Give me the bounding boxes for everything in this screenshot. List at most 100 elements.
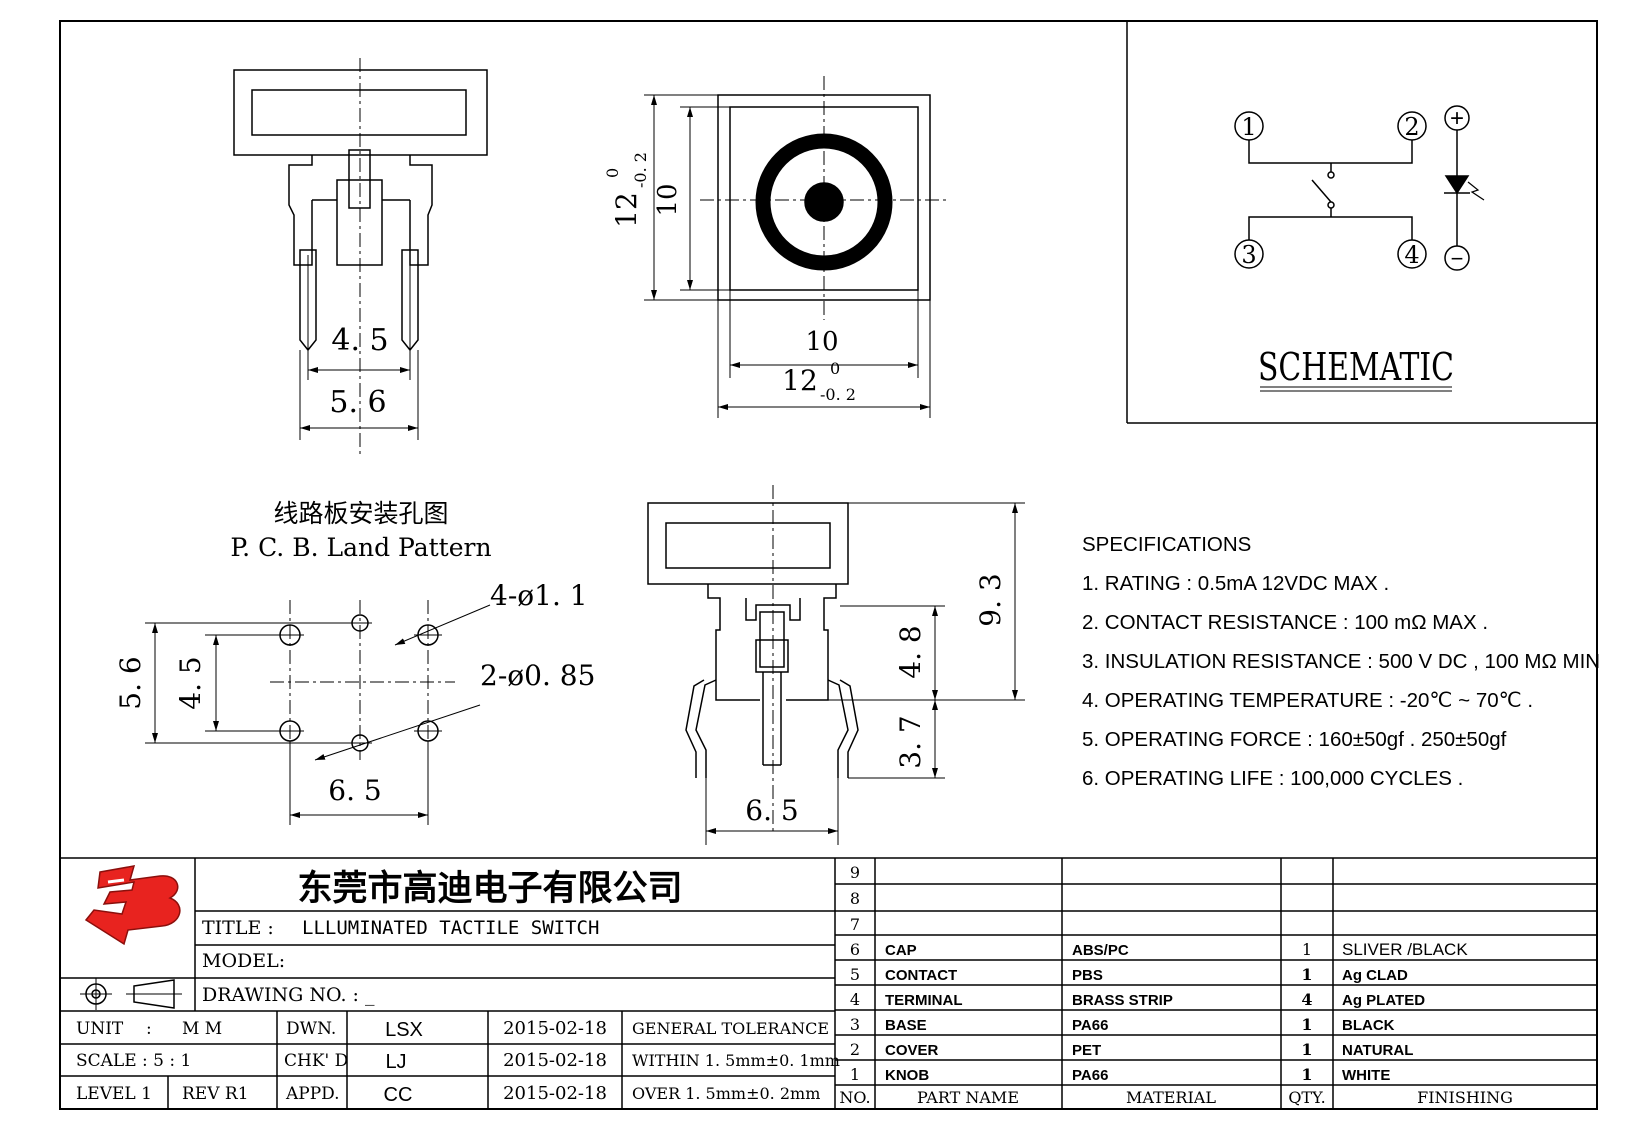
schematic-pin-4-label: 4 bbox=[1404, 241, 1419, 269]
svg-text:1: 1 bbox=[1301, 1040, 1312, 1059]
dwn-label: DWN. bbox=[286, 1019, 336, 1039]
svg-text:12: 12 bbox=[610, 192, 643, 228]
title-value: LLLUMINATED TACTILE SWITCH bbox=[302, 917, 599, 939]
model-label: MODEL: bbox=[202, 950, 285, 972]
pcb-title-en: P. C. B. Land Pattern bbox=[230, 533, 491, 562]
dim-front-body-h: 4. 8 bbox=[894, 625, 927, 678]
schematic-pin-2-label: 2 bbox=[1404, 113, 1419, 141]
appd-label: APPD. bbox=[285, 1084, 340, 1104]
led-minus-label: − bbox=[1451, 246, 1464, 271]
tolerance-title: GENERAL TOLERANCE bbox=[632, 1019, 829, 1038]
top-view bbox=[644, 76, 950, 418]
chk-name: LJ bbox=[385, 1051, 406, 1073]
projection-symbol bbox=[80, 978, 182, 1010]
led-plus-label: + bbox=[1450, 105, 1464, 132]
svg-text:MATERIAL: MATERIAL bbox=[1126, 1088, 1216, 1107]
dim-pcb-h: 6. 5 bbox=[328, 774, 381, 807]
dim-side-inner: 4. 5 bbox=[331, 323, 388, 358]
dwn-name: LSX bbox=[385, 1019, 423, 1041]
dim-top-width: 12 0 -0. 2 bbox=[782, 359, 856, 404]
spec-item: 3. INSULATION RESISTANCE : 500 V DC , 10… bbox=[1082, 650, 1601, 673]
level-label: LEVEL 1 bbox=[76, 1084, 152, 1104]
dim-pcb-v-outer: 5. 6 bbox=[114, 656, 147, 709]
bom-header-row: NO. PART NAME MATERIAL QTY. FINISHING bbox=[839, 1088, 1513, 1107]
svg-text:PART NAME: PART NAME bbox=[917, 1088, 1019, 1107]
chk-label: CHK' D bbox=[284, 1051, 348, 1071]
svg-text:4: 4 bbox=[850, 990, 860, 1009]
side-view bbox=[233, 58, 488, 455]
svg-text:3: 3 bbox=[850, 1015, 860, 1034]
svg-text:4: 4 bbox=[1301, 990, 1312, 1009]
bom-empty-row-7: 7 bbox=[850, 915, 860, 934]
svg-text:Ag PLATED: Ag PLATED bbox=[1342, 992, 1425, 1009]
scale-value: : 5 : 1 bbox=[142, 1051, 191, 1071]
bom-row-2: 2 COVER PET 1 NATURAL bbox=[850, 1040, 1413, 1059]
drawing-no-label: DRAWING NO. : _ bbox=[202, 984, 375, 1006]
dwn-date: 2015-02-18 bbox=[503, 1018, 607, 1039]
dim-pcb-hole-large: 4-ø1. 1 bbox=[490, 579, 588, 612]
bom-empty-row-9: 9 bbox=[850, 863, 860, 882]
svg-text:BASE: BASE bbox=[885, 1017, 927, 1034]
svg-text:TERMINAL: TERMINAL bbox=[885, 992, 963, 1009]
spec-item: 1. RATING : 0.5mA 12VDC MAX . bbox=[1082, 572, 1390, 595]
appd-date: 2015-02-18 bbox=[503, 1083, 607, 1104]
spec-item: 4. OPERATING TEMPERATURE : -20℃ ~ 70℃ . bbox=[1082, 689, 1534, 712]
bom-row-6: 6 CAP ABS/PC 1 SLIVER /BLACK bbox=[850, 940, 1468, 959]
svg-text:1: 1 bbox=[1302, 940, 1312, 959]
svg-text:12: 12 bbox=[782, 364, 818, 397]
svg-text:NO.: NO. bbox=[839, 1088, 870, 1107]
pcb-title-cn: 线路板安装孔图 bbox=[273, 500, 448, 528]
bom-row-4: 4 TERMINAL BRASS STRIP 4 Ag PLATED bbox=[850, 990, 1425, 1009]
spec-item: 2. CONTACT RESISTANCE : 100 mΩ MAX . bbox=[1082, 611, 1489, 634]
bom-empty-row-8: 8 bbox=[850, 889, 860, 908]
svg-text:PBS: PBS bbox=[1072, 967, 1103, 984]
specifications-heading: SPECIFICATIONS bbox=[1082, 533, 1252, 556]
svg-text:0: 0 bbox=[603, 168, 622, 178]
title-label: TITLE : bbox=[202, 917, 274, 939]
svg-text:FINISHING: FINISHING bbox=[1417, 1088, 1513, 1107]
svg-text:-0. 2: -0. 2 bbox=[820, 385, 856, 404]
spec-item: 6. OPERATING LIFE : 100,000 CYCLES . bbox=[1082, 767, 1464, 790]
svg-text:ABS/PC: ABS/PC bbox=[1072, 942, 1129, 959]
sheet-border bbox=[59, 20, 1598, 1110]
unit-label: UNIT bbox=[76, 1019, 124, 1039]
tolerance-over: OVER 1. 5mm±0. 2mm bbox=[632, 1084, 820, 1103]
svg-text:2: 2 bbox=[850, 1040, 860, 1059]
svg-text:BLACK: BLACK bbox=[1342, 1017, 1395, 1034]
svg-text:1: 1 bbox=[850, 1065, 860, 1084]
svg-text:BRASS STRIP: BRASS STRIP bbox=[1072, 992, 1173, 1009]
tolerance-within: WITHIN 1. 5mm±0. 1mm bbox=[632, 1051, 840, 1070]
dim-front-w: 6. 5 bbox=[745, 794, 798, 827]
svg-text:SLIVER /BLACK: SLIVER /BLACK bbox=[1342, 940, 1468, 959]
pcb-land-pattern bbox=[145, 600, 491, 825]
svg-text:Ag CLAD: Ag CLAD bbox=[1342, 967, 1408, 984]
svg-text:CAP: CAP bbox=[885, 942, 917, 959]
svg-text:COVER: COVER bbox=[885, 1042, 939, 1059]
rev-label: REV R1 bbox=[182, 1084, 249, 1104]
unit-value: M M bbox=[182, 1019, 222, 1039]
svg-text:QTY.: QTY. bbox=[1288, 1088, 1325, 1107]
svg-text:WHITE: WHITE bbox=[1342, 1067, 1390, 1084]
svg-text:5: 5 bbox=[850, 965, 860, 984]
bom-table: 9 8 7 6 CAP ABS/PC 1 SLIVER /BLACK 5 CON… bbox=[839, 863, 1513, 1107]
schematic-pin-3-label: 3 bbox=[1241, 241, 1256, 269]
svg-text:1: 1 bbox=[1301, 1015, 1312, 1034]
dim-side-outer: 5. 6 bbox=[329, 385, 386, 420]
specifications-block: SPECIFICATIONS 1. RATING : 0.5mA 12VDC M… bbox=[1082, 525, 1642, 798]
chk-date: 2015-02-18 bbox=[503, 1050, 607, 1071]
svg-text:-0. 2: -0. 2 bbox=[631, 152, 650, 188]
dim-top-height: 12 0 -0. 2 bbox=[603, 152, 650, 228]
title-block-grid bbox=[60, 857, 1597, 1109]
front-view bbox=[647, 485, 1025, 845]
dim-top-height-inner: 10 bbox=[653, 183, 683, 216]
bom-row-5: 5 CONTACT PBS 1 Ag CLAD bbox=[850, 965, 1408, 984]
dim-pcb-hole-small: 2-ø0. 85 bbox=[480, 659, 595, 692]
appd-name: CC bbox=[384, 1084, 413, 1106]
svg-text:1: 1 bbox=[1301, 1065, 1312, 1084]
schematic-title: SCHEMATIC bbox=[1258, 345, 1454, 389]
svg-text:0: 0 bbox=[830, 359, 840, 378]
spec-item: 5. OPERATING FORCE : 160±50gf . 250±50gf bbox=[1082, 728, 1507, 751]
unit-colon: : bbox=[146, 1019, 152, 1039]
svg-text:PET: PET bbox=[1072, 1042, 1101, 1059]
